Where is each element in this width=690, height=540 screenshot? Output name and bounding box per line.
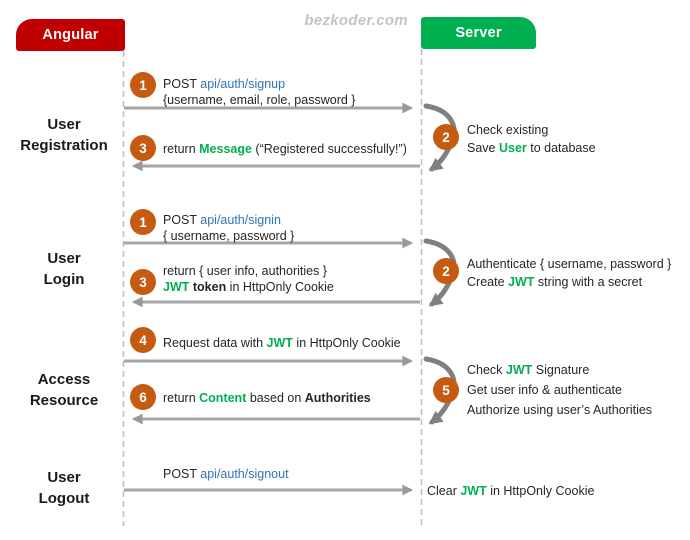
highlight-text: Message bbox=[199, 142, 252, 156]
login-server-actions: Authenticate { username, password } Crea… bbox=[467, 255, 671, 291]
text-segment: (“Registered successfully!”) bbox=[251, 142, 407, 156]
text-segment: Save bbox=[467, 141, 499, 155]
signin-request-line2: { username, password } bbox=[163, 229, 295, 243]
highlight-text: JWT bbox=[508, 275, 535, 289]
step-badge-access-6: 6 bbox=[130, 384, 156, 410]
highlight-text: JWT bbox=[163, 280, 190, 294]
text-segment: Request data with bbox=[163, 336, 267, 350]
highlight-text: JWT bbox=[460, 484, 487, 498]
text-segment: in HttpOnly Cookie bbox=[292, 336, 401, 350]
step-badge-login-2: 2 bbox=[433, 258, 459, 284]
server-action-line: Create JWT string with a secret bbox=[467, 273, 671, 291]
endpoint-text: api/auth/signin bbox=[200, 213, 281, 227]
actor-angular-box: Angular bbox=[16, 19, 125, 51]
section-label-user-logout: User Logout bbox=[8, 467, 120, 509]
section-label-line: Logout bbox=[38, 490, 90, 507]
text-segment: Create bbox=[467, 275, 508, 289]
section-label-access-resource: Access Resource bbox=[8, 369, 120, 411]
highlight-text: User bbox=[498, 141, 527, 155]
text-segment: return bbox=[163, 391, 200, 405]
watermark: bezkoder.com bbox=[304, 12, 408, 29]
bold-text: Authorities bbox=[304, 391, 371, 405]
section-label-line: User bbox=[47, 250, 81, 267]
section-label-line: Registration bbox=[20, 137, 108, 154]
text-segment: Clear bbox=[427, 484, 461, 498]
access-response-label: return Content based on Authorities bbox=[163, 390, 371, 406]
section-label-line: User bbox=[47, 469, 81, 486]
actor-server-box: Server bbox=[421, 17, 536, 49]
step-badge-login-3: 3 bbox=[130, 269, 156, 295]
signin-request-label: POST api/auth/signin { username, passwor… bbox=[163, 212, 294, 244]
text-segment: based on bbox=[246, 391, 305, 405]
text-segment: to database bbox=[526, 141, 596, 155]
highlight-text: JWT bbox=[266, 336, 293, 350]
section-label-user-registration: User Registration bbox=[8, 114, 120, 156]
text-segment: POST bbox=[163, 467, 201, 481]
section-label-user-login: User Login bbox=[8, 248, 120, 290]
server-action-line: Check existing bbox=[467, 123, 549, 137]
server-action-line: Save User to database bbox=[467, 139, 596, 157]
section-label-line: Access bbox=[37, 371, 91, 388]
endpoint-text: api/auth/signup bbox=[200, 77, 286, 91]
actor-server-label: Server bbox=[455, 25, 502, 41]
server-action-line: Authorize using user’s Authorities bbox=[467, 403, 653, 417]
server-action-line: Authenticate { username, password } bbox=[467, 257, 672, 271]
text-segment: POST bbox=[163, 77, 201, 91]
server-action-line: Get user info & authenticate bbox=[467, 383, 622, 397]
step-badge-login-1: 1 bbox=[130, 209, 156, 235]
signin-request-line1: POST api/auth/signin bbox=[163, 212, 294, 228]
signup-request-line1: POST api/auth/signup bbox=[163, 76, 355, 92]
signout-request-label: POST api/auth/signout bbox=[163, 466, 289, 482]
endpoint-text: api/auth/signout bbox=[200, 467, 289, 481]
signup-request-line2: {username, email, role, password } bbox=[163, 93, 356, 107]
text-segment: Signature bbox=[532, 363, 590, 377]
text-segment: in HttpOnly Cookie bbox=[486, 484, 595, 498]
text-segment: POST bbox=[163, 213, 201, 227]
step-badge-registration-1: 1 bbox=[130, 72, 156, 98]
text-segment: string with a secret bbox=[534, 275, 643, 289]
signin-response-label: return { user info, authorities } JWT to… bbox=[163, 263, 334, 295]
section-label-line: Resource bbox=[29, 392, 99, 409]
text-segment: return bbox=[163, 142, 200, 156]
highlight-text: Content bbox=[199, 391, 247, 405]
step-badge-registration-3: 3 bbox=[130, 135, 156, 161]
step-badge-access-4: 4 bbox=[130, 327, 156, 353]
signin-response-line1: return { user info, authorities } bbox=[163, 264, 327, 278]
actor-angular-label: Angular bbox=[42, 27, 99, 43]
section-label-line: User bbox=[47, 116, 81, 133]
highlight-text: JWT bbox=[505, 363, 533, 377]
section-label-line: Login bbox=[43, 271, 85, 288]
bold-text: token bbox=[189, 280, 227, 294]
server-action-line: Check JWT Signature bbox=[467, 360, 652, 380]
signup-request-label: POST api/auth/signup {username, email, r… bbox=[163, 76, 355, 108]
access-server-actions: Check JWT Signature Get user info & auth… bbox=[467, 360, 652, 420]
step-badge-registration-2: 2 bbox=[433, 124, 459, 150]
access-request-label: Request data with JWT in HttpOnly Cookie bbox=[163, 335, 401, 351]
logout-server-action: Clear JWT in HttpOnly Cookie bbox=[427, 483, 594, 499]
text-segment: in HttpOnly Cookie bbox=[226, 280, 334, 294]
registration-server-actions: Check existing Save User to database bbox=[467, 121, 596, 157]
signin-response-line2: JWT token in HttpOnly Cookie bbox=[163, 279, 334, 295]
text-segment: Check bbox=[467, 363, 506, 377]
signup-response-label: return Message (“Registered successfully… bbox=[163, 141, 407, 157]
step-badge-access-5: 5 bbox=[433, 377, 459, 403]
